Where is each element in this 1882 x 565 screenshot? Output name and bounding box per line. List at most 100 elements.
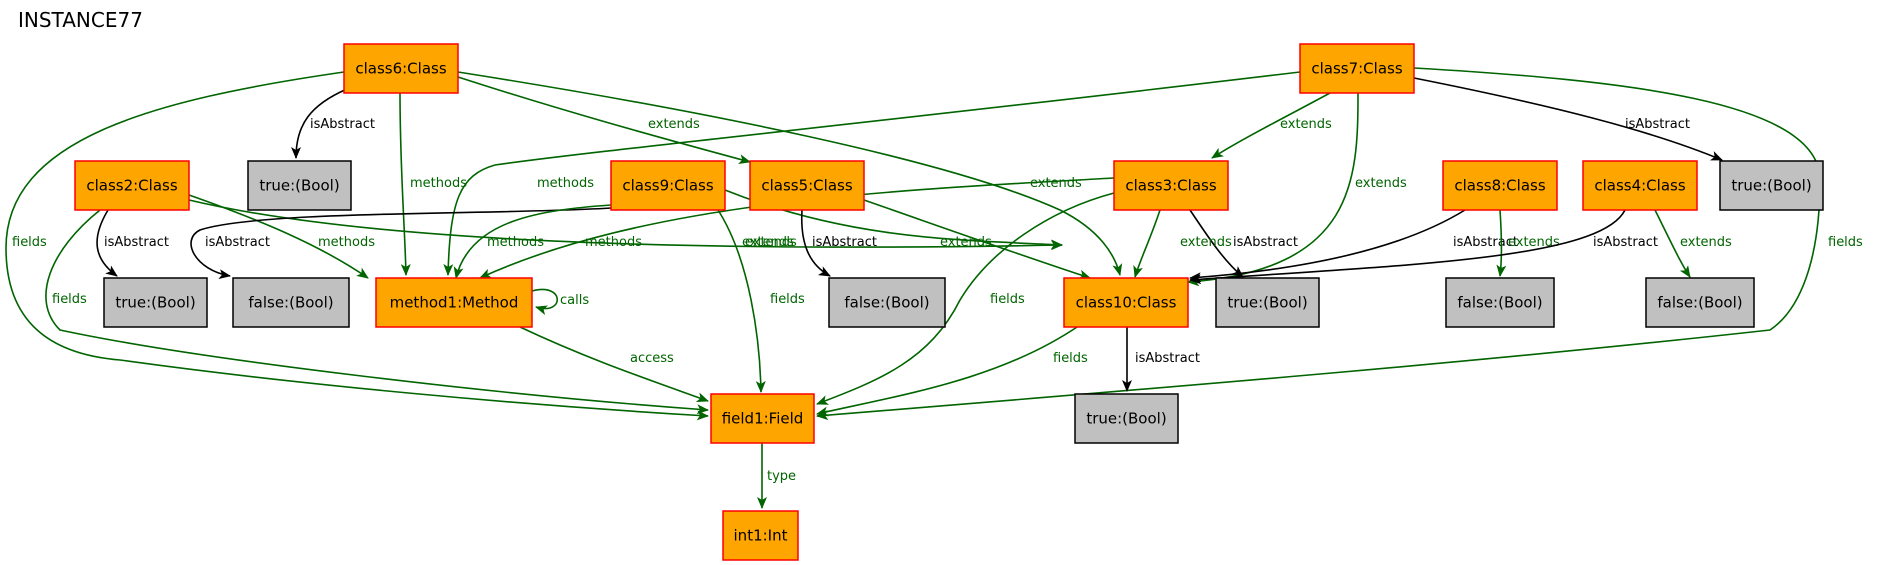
edge-class5-b_c5: isAbstract — [800, 209, 877, 277]
node-label: true:(Bool) — [259, 177, 339, 195]
node-class7[interactable]: class7:Class — [1299, 43, 1415, 94]
node-b_c9[interactable]: false:(Bool) — [232, 277, 350, 328]
node-box[interactable] — [1063, 277, 1189, 328]
edge-line — [457, 76, 751, 164]
node-box[interactable] — [1074, 393, 1179, 444]
node-box[interactable] — [1215, 277, 1320, 328]
edge-class8-class10: extends — [1496, 209, 1560, 277]
edge-label: fields — [1828, 235, 1863, 250]
edge-label: extends — [745, 235, 797, 250]
node-label: false:(Bool) — [1457, 294, 1542, 312]
edge-label: extends — [1355, 176, 1407, 191]
node-box[interactable] — [103, 277, 208, 328]
node-method1[interactable]: method1:Method — [375, 277, 533, 328]
edge-label: access — [630, 351, 674, 366]
node-box[interactable] — [610, 160, 726, 211]
node-box[interactable] — [247, 160, 352, 211]
edge-line — [1413, 77, 1723, 161]
edge-line — [1133, 209, 1161, 278]
edge-label: isAbstract — [1135, 351, 1200, 366]
node-box[interactable] — [749, 160, 865, 211]
node-b_c4[interactable]: false:(Bool) — [1645, 277, 1755, 328]
node-class6[interactable]: class6:Class — [343, 43, 459, 94]
node-label: class8:Class — [1454, 177, 1545, 195]
edge-class2-b_c2: isAbstract — [96, 209, 169, 277]
edge-label: isAbstract — [104, 235, 169, 250]
node-label: true:(Bool) — [1731, 177, 1811, 195]
node-box[interactable] — [1445, 277, 1555, 328]
node-b_c6[interactable]: true:(Bool) — [247, 160, 352, 211]
node-label: false:(Bool) — [844, 294, 929, 312]
node-label: true:(Bool) — [1086, 410, 1166, 428]
node-b_c7[interactable]: true:(Bool) — [1719, 160, 1824, 211]
node-box[interactable] — [232, 277, 350, 328]
node-b_c3[interactable]: true:(Bool) — [1215, 277, 1320, 328]
node-class2[interactable]: class2:Class — [74, 160, 190, 211]
edge-line — [1189, 209, 1244, 278]
node-label: class10:Class — [1076, 294, 1177, 312]
edge-label: isAbstract — [1625, 117, 1690, 132]
edge-label: methods — [537, 176, 594, 191]
node-class5[interactable]: class5:Class — [749, 160, 865, 211]
edge-label: fields — [770, 292, 805, 307]
edge-line — [5, 71, 709, 421]
edge-label: methods — [585, 235, 642, 250]
edge-label: isAbstract — [1233, 235, 1298, 250]
edge-method1-method1: calls — [531, 288, 589, 316]
node-b_c10[interactable]: true:(Bool) — [1074, 393, 1179, 444]
edge-label: methods — [318, 235, 375, 250]
edge-line — [1496, 209, 1507, 277]
node-label: int1:Int — [734, 527, 788, 545]
edge-label: calls — [560, 293, 589, 308]
edge-line — [291, 88, 348, 159]
node-box[interactable] — [343, 43, 459, 94]
edge-class3-class10: extends — [1133, 209, 1232, 278]
edge-line — [863, 199, 1091, 280]
node-b_c5[interactable]: false:(Bool) — [828, 277, 946, 328]
node-b_c2[interactable]: true:(Bool) — [103, 277, 208, 328]
node-class8[interactable]: class8:Class — [1442, 160, 1558, 211]
edge-class7-class3: extends — [1211, 92, 1332, 159]
node-field1[interactable]: field1:Field — [710, 393, 815, 444]
node-box[interactable] — [1645, 277, 1755, 328]
edge-line — [531, 288, 559, 316]
edge-line — [453, 204, 612, 279]
node-box[interactable] — [1582, 160, 1698, 211]
edge-line — [816, 67, 1821, 421]
node-b_c8[interactable]: false:(Bool) — [1445, 277, 1555, 328]
node-box[interactable] — [1113, 160, 1229, 211]
edge-label: type — [767, 469, 796, 484]
node-box[interactable] — [710, 393, 815, 444]
edge-line — [457, 71, 1123, 276]
edge-line — [816, 324, 1081, 417]
node-class9[interactable]: class9:Class — [610, 160, 726, 211]
node-box[interactable] — [722, 510, 799, 561]
node-box[interactable] — [375, 277, 533, 328]
node-class4[interactable]: class4:Class — [1582, 160, 1698, 211]
edge-class10-field1: fields — [816, 324, 1088, 417]
edge-class6-field1: fields — [5, 71, 709, 421]
edge-label: extends — [1280, 117, 1332, 132]
node-box[interactable] — [1442, 160, 1558, 211]
edge-line — [96, 209, 118, 277]
node-int1[interactable]: int1:Int — [722, 510, 799, 561]
edge-label: fields — [990, 292, 1025, 307]
edge-class6-method1: methods — [399, 92, 467, 276]
node-label: false:(Bool) — [248, 294, 333, 312]
edge-label: isAbstract — [1593, 235, 1658, 250]
edge-line — [717, 209, 766, 393]
node-box[interactable] — [1719, 160, 1824, 211]
node-label: true:(Bool) — [1227, 294, 1307, 312]
edge-class2-method1: methods — [188, 194, 375, 279]
edge-label: fields — [52, 292, 87, 307]
edge-class4-class10: extends — [1654, 209, 1732, 278]
node-box[interactable] — [1299, 43, 1415, 94]
edge-label: fields — [1053, 351, 1088, 366]
edge-label: extends — [1030, 176, 1082, 191]
node-class3[interactable]: class3:Class — [1113, 160, 1229, 211]
node-label: true:(Bool) — [115, 294, 195, 312]
node-class10[interactable]: class10:Class — [1063, 277, 1189, 328]
node-box[interactable] — [74, 160, 190, 211]
node-box[interactable] — [828, 277, 946, 328]
edge-line — [800, 209, 831, 277]
